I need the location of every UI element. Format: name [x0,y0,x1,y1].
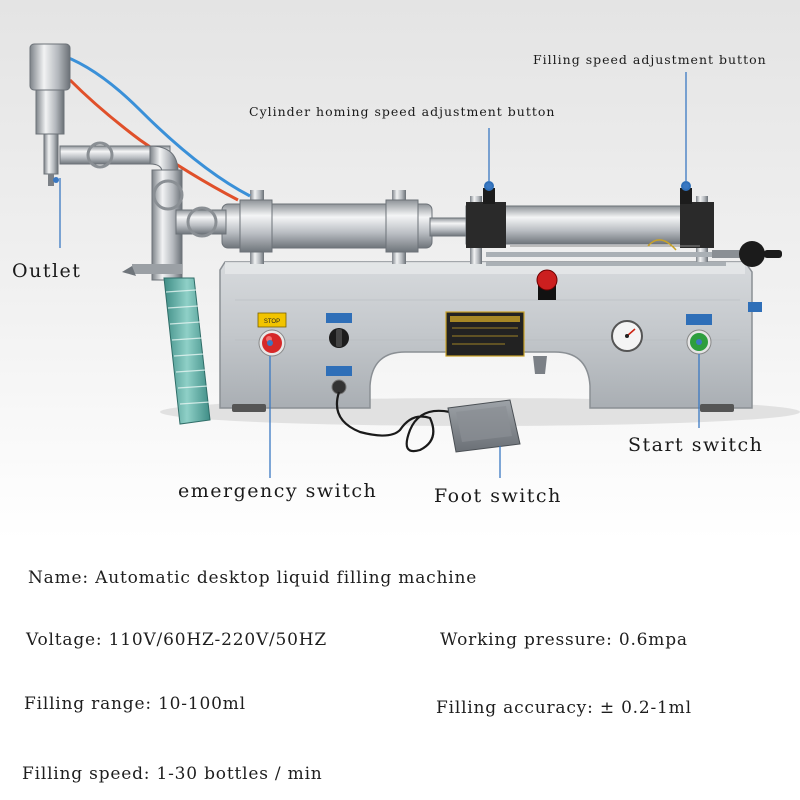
outlet-nozzle [29,43,227,281]
spec-name: Name: Automatic desktop liquid filling m… [28,568,478,588]
spec-working-pressure: Working pressure: 0.6mpa [440,630,688,650]
foot-switch-callout: Foot switch [434,485,562,507]
foot-switch-socket [326,366,352,395]
spec-filling-speed: Filling speed: 1-30 bottles / min [22,764,323,784]
mode-selector-knob[interactable] [326,313,352,348]
spec-filling-accuracy: Filling accuracy: ± 0.2-1ml [436,698,692,718]
start-switch-callout: Start switch [628,434,764,456]
spec-filling-range: Filling range: 10-100ml [24,694,246,714]
emergency-stop-button[interactable]: STOP [257,312,287,357]
foot-pedal[interactable] [447,399,521,453]
filling-machine-photo: STOP [0,0,800,540]
material-cylinder [221,199,471,253]
emergency-switch-callout: emergency switch [178,480,378,502]
callout-lines [59,72,700,478]
pressure-valve-knob[interactable] [536,269,558,300]
spec-voltage: Voltage: 110V/60HZ-220V/50HZ [26,630,328,650]
stop-label: STOP [264,319,280,325]
cylinder-homing-callout: Cylinder homing speed adjustment button [249,104,556,119]
suction-hose [163,277,211,425]
start-button[interactable] [686,314,712,355]
adjustment-handwheel[interactable] [712,241,782,267]
control-placard [445,311,525,357]
outlet-callout: Outlet [12,260,82,282]
pressure-gauge [611,320,643,352]
air-cylinder [465,202,726,266]
filling-speed-callout: Filling speed adjustment button [533,52,767,67]
